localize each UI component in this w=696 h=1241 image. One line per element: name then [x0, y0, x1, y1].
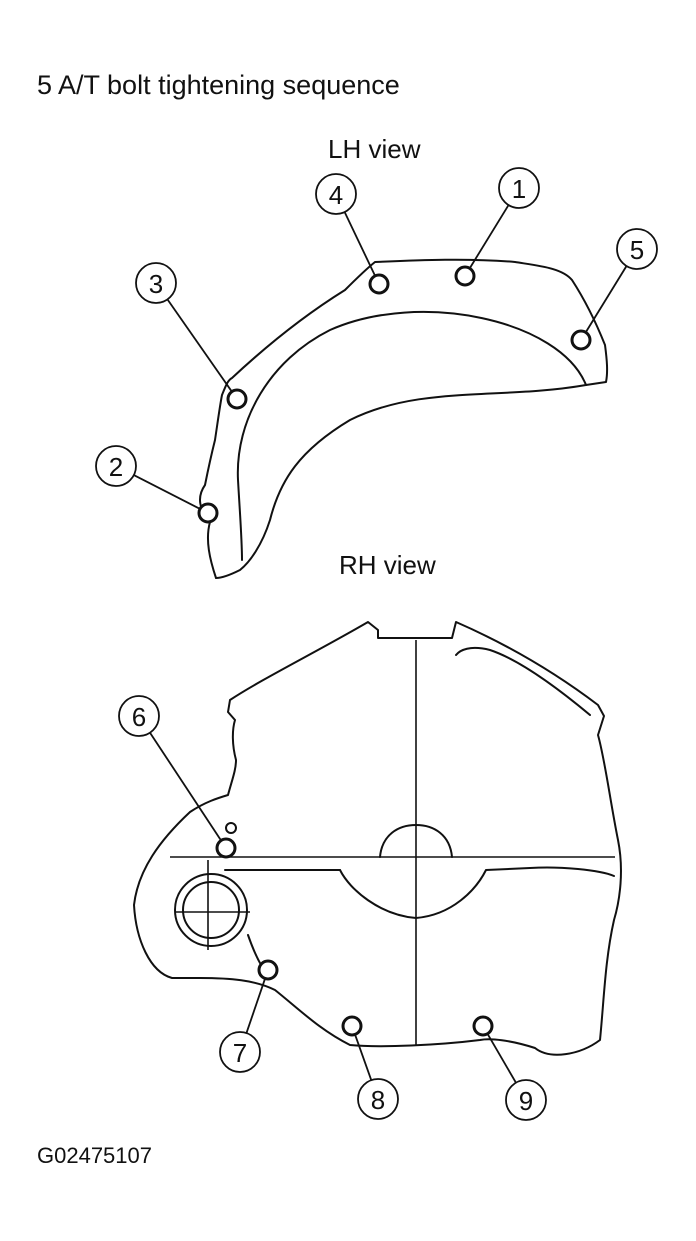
callout-number-1: 1 [512, 174, 526, 204]
callout-number-8: 8 [371, 1085, 385, 1115]
rh-view-label: RH view [339, 550, 436, 580]
figure-code: G02475107 [37, 1143, 152, 1168]
callout-group: 1 2 3 4 5 6 7 8 9 [95, 167, 658, 1121]
bolt-7 [257, 959, 279, 981]
callout-circle-8 [357, 1078, 399, 1120]
callout-circle-2 [95, 445, 137, 487]
rh-view-housing [133, 621, 622, 1056]
callout-number-5: 5 [630, 235, 644, 265]
callout-number-7: 7 [233, 1038, 247, 1068]
leader-line-7 [245, 979, 266, 1034]
bolt-5 [570, 329, 592, 351]
callout-number-3: 3 [149, 269, 163, 299]
callout-circle-9 [505, 1079, 547, 1121]
leader-line-3 [166, 298, 233, 392]
callout-circle-4 [315, 173, 357, 215]
callout-circle-3 [135, 262, 177, 304]
bolt-9 [472, 1015, 494, 1037]
bolt-4 [368, 273, 390, 295]
leader-line-6 [149, 732, 222, 841]
bolt-1 [454, 265, 476, 287]
lh-view-label: LH view [328, 134, 421, 164]
callout-circle-7 [219, 1031, 261, 1073]
leader-line-2 [133, 474, 200, 510]
callout-number-6: 6 [132, 702, 146, 732]
bolt-3 [226, 388, 248, 410]
callout-number-9: 9 [519, 1086, 533, 1116]
leader-line-8 [354, 1035, 373, 1081]
leader-line-5 [585, 265, 628, 332]
bolt-6 [215, 837, 237, 859]
leader-line-4 [343, 211, 376, 276]
callout-number-4: 4 [329, 180, 343, 210]
bolt-2 [197, 502, 219, 524]
bolt-8 [341, 1015, 363, 1037]
callout-circle-6 [118, 695, 160, 737]
callout-number-2: 2 [109, 452, 123, 482]
callout-circle-1 [498, 167, 540, 209]
callout-circle-5 [616, 228, 658, 270]
leader-line-1 [469, 204, 510, 268]
leader-line-9 [487, 1034, 517, 1084]
page-title: 5 A/T bolt tightening sequence [37, 70, 400, 100]
lh-view-housing [198, 258, 609, 579]
